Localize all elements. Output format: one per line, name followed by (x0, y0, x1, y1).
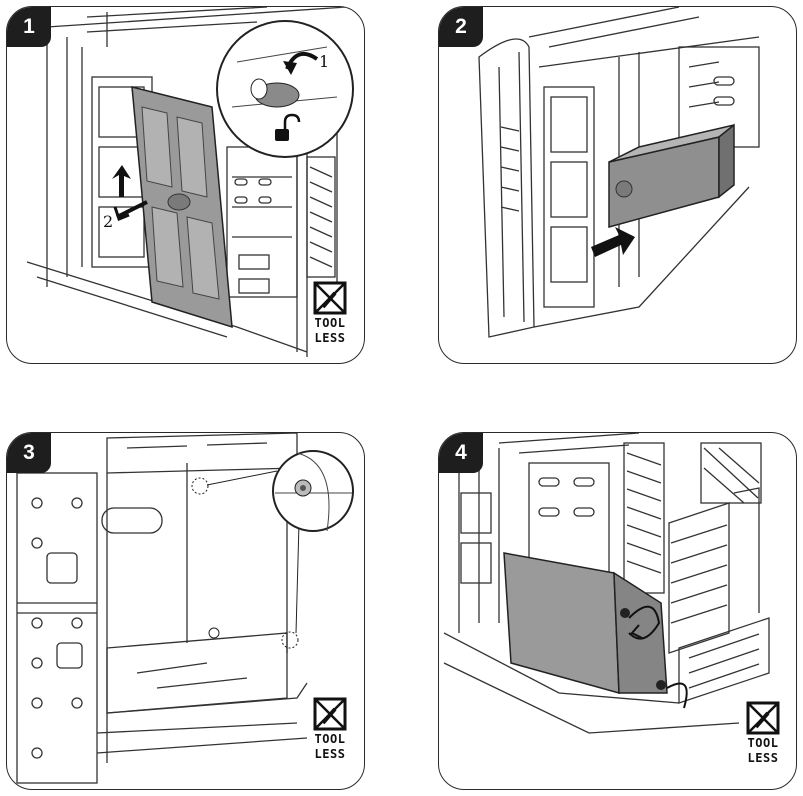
mounting-plate (131, 86, 233, 329)
zoom-detail-latch (216, 20, 354, 158)
toolless-label-bottom: LESS (314, 747, 346, 761)
arrow-icon (112, 165, 148, 221)
toolless-icon (746, 701, 780, 735)
step-4-panel: 4 TOOL LESS (438, 432, 797, 790)
toolless-label-top: TOOL (314, 316, 346, 330)
toolless-label-top: TOOL (314, 732, 346, 746)
arrow-icon (591, 227, 635, 257)
toolless-icon (313, 697, 347, 731)
step-2-illustration (478, 7, 760, 338)
callout-2: 2 (103, 212, 113, 231)
toolless-badge: TOOL LESS (736, 701, 790, 765)
step-3-panel: 3 TOOL LESS (6, 432, 365, 790)
rotate-arrow-icon (628, 605, 688, 709)
step-2-panel: 2 (438, 6, 797, 364)
step-1-panel: 2 1 1 TOOL LESS (6, 6, 365, 364)
toolless-badge: TOOL LESS (303, 697, 357, 761)
step-3-illustration (16, 433, 354, 784)
step-1-illustration: 2 1 (26, 7, 354, 357)
step-number-badge: 4 (439, 433, 483, 473)
unlock-icon (275, 113, 301, 141)
power-supply-unit (608, 123, 735, 228)
toolless-label-bottom: LESS (314, 331, 346, 345)
step-number-badge: 2 (439, 7, 483, 47)
psu-cover-panel (503, 552, 668, 694)
toolless-badge: TOOL LESS (303, 281, 357, 345)
step-4-illustration (443, 433, 770, 734)
callout-1: 1 (319, 52, 329, 71)
screw-icon (620, 608, 666, 690)
step-number-badge: 3 (7, 433, 51, 473)
step-number-badge: 1 (7, 7, 51, 47)
toolless-label-top: TOOL (747, 736, 779, 750)
toolless-label-bottom: LESS (747, 751, 779, 765)
toolless-icon (313, 281, 347, 315)
zoom-detail-pin (272, 450, 354, 532)
